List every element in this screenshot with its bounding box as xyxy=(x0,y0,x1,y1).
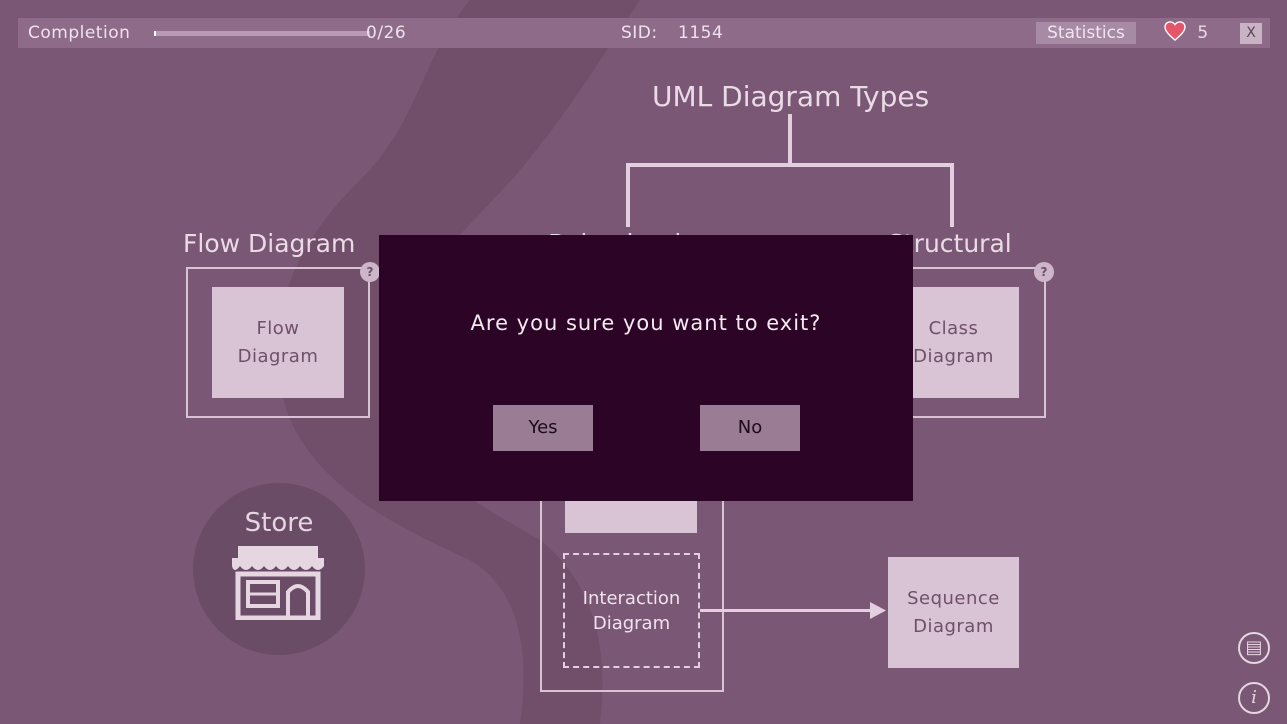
flow-section-title: Flow Diagram xyxy=(183,229,356,258)
lives-counter: 5 xyxy=(1164,18,1208,48)
arrow-head-icon xyxy=(870,602,886,619)
sequence-node-line-1: Sequence xyxy=(907,587,1000,609)
structural-help-icon[interactable]: ? xyxy=(1034,262,1054,282)
sequence-node-line-2: Diagram xyxy=(913,615,994,637)
no-button[interactable]: No xyxy=(700,405,800,451)
yes-button[interactable]: Yes xyxy=(493,405,593,451)
completion-progress-fill xyxy=(154,31,157,36)
class-node-line-2: Diagram xyxy=(913,345,994,367)
sid-value: 1154 xyxy=(678,23,724,43)
completion-value: 0/26 xyxy=(366,23,407,43)
completion-label: Completion xyxy=(28,23,131,43)
root-connector xyxy=(788,114,792,164)
flow-help-icon[interactable]: ? xyxy=(360,262,380,282)
top-bar: Completion 0/26 SID: 1154 Statistics 5 X xyxy=(18,18,1270,48)
interaction-node-line-2: Diagram xyxy=(592,612,671,634)
sid-label: SID: xyxy=(621,23,658,43)
completion-progress-bar xyxy=(154,31,370,36)
flow-node-line-1: Flow xyxy=(256,317,300,339)
interaction-node-line-1: Interaction xyxy=(582,587,681,609)
exit-confirm-dialog: Are you sure you want to exit? Yes No xyxy=(379,235,913,501)
scroll-icon[interactable]: ▤ xyxy=(1238,632,1270,664)
store-icon xyxy=(232,546,324,620)
exit-confirm-question: Are you sure you want to exit? xyxy=(470,311,822,335)
info-icon[interactable]: i xyxy=(1238,682,1270,714)
flow-node-line-2: Diagram xyxy=(237,345,319,367)
structural-connector xyxy=(950,163,954,227)
close-button[interactable]: X xyxy=(1240,23,1262,44)
lives-count: 5 xyxy=(1197,23,1209,43)
class-node-line-1: Class xyxy=(928,317,979,339)
arrow-line xyxy=(700,609,874,612)
heart-icon xyxy=(1164,21,1186,41)
root-title: UML Diagram Types xyxy=(652,80,930,113)
store-label: Store xyxy=(244,508,314,538)
statistics-button[interactable]: Statistics xyxy=(1036,22,1136,44)
branch-connector xyxy=(626,163,954,167)
flow-section-frame xyxy=(186,267,370,418)
behavioral-connector xyxy=(626,163,630,227)
